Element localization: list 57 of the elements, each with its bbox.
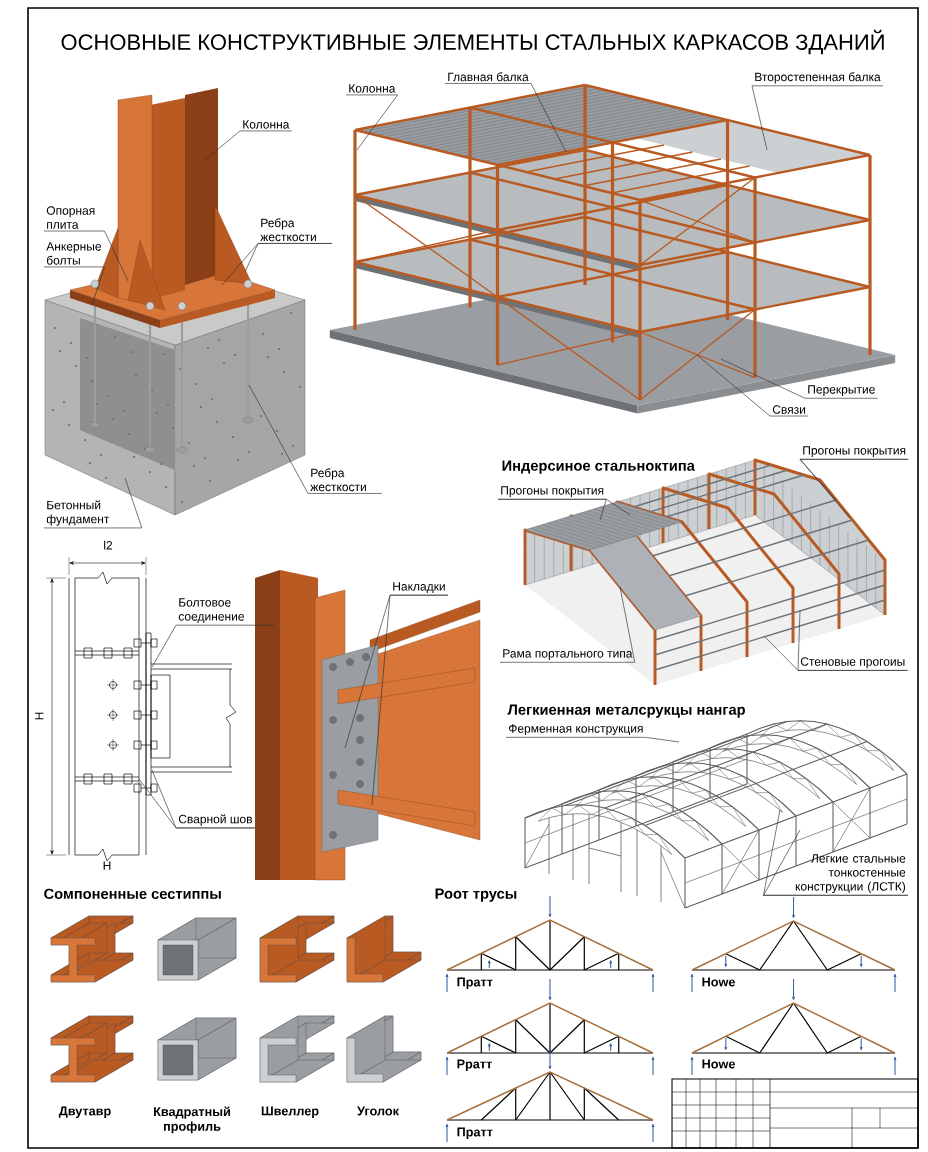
leader-line bbox=[151, 624, 275, 668]
section-heading: Индерсиное стальноктипа bbox=[502, 460, 695, 474]
callout-label: Колонна bbox=[243, 120, 290, 129]
callout-label: Ребра жесткости bbox=[310, 468, 366, 492]
callout-label: Болтовое соединение bbox=[178, 598, 244, 623]
section-heading: Легкиенная металсрукцы нангар bbox=[507, 704, 745, 718]
leader-line bbox=[43, 266, 105, 306]
truss-name: Пратт bbox=[457, 1127, 493, 1139]
leader-line bbox=[345, 94, 398, 151]
callout-label: Опорная плита bbox=[46, 206, 95, 229]
leader-line bbox=[751, 85, 884, 151]
callout-label: Ферменная конструкция bbox=[508, 724, 643, 736]
profile-name: Уголок bbox=[357, 1106, 399, 1116]
callout-label: Связи bbox=[772, 405, 806, 414]
callout-label: Анкерные болты bbox=[46, 242, 102, 265]
profile-name: Швеллер bbox=[261, 1106, 319, 1118]
dimension-text: l2 bbox=[104, 540, 113, 550]
leader-line bbox=[43, 230, 129, 282]
leader-line bbox=[221, 243, 333, 286]
callout-label: Колонна bbox=[349, 84, 396, 93]
leader-line bbox=[248, 384, 383, 494]
truss-name: Пратт bbox=[457, 977, 493, 989]
dimension-text: H bbox=[35, 712, 44, 720]
truss-name: Рратт bbox=[457, 1059, 492, 1071]
callout-label: Рама портального типа bbox=[503, 649, 633, 660]
leader-line bbox=[204, 130, 292, 161]
leader-line bbox=[444, 83, 567, 153]
leader-line bbox=[43, 477, 143, 529]
leader-line bbox=[499, 586, 636, 663]
callout-label: Сварной шов bbox=[178, 814, 252, 826]
title: ОСНОВНЫЕ КОНСТРУКТИВНЫЕ ЭЛЕМЕНТЫ СТАЛЬНЫХ КАРКАСОВ ЗДАНИЙ bbox=[61, 29, 884, 55]
leader-line bbox=[497, 498, 631, 516]
callout-label: Бетонный фундамент bbox=[46, 500, 110, 526]
callout-label: Стеновые прогоиы bbox=[800, 657, 905, 669]
leader-line bbox=[799, 458, 909, 519]
dimension-text: H bbox=[103, 861, 111, 870]
truss-name: Howe bbox=[702, 977, 735, 987]
leader-line bbox=[505, 737, 680, 743]
callout-label: Второстепенная балка bbox=[755, 72, 881, 84]
callout-label: Ребра жесткости bbox=[260, 218, 316, 242]
callout-label: Накладки bbox=[393, 582, 445, 593]
profile-name: Квадратный профиль bbox=[154, 1106, 230, 1134]
section-heading: Сомпоненные сестиппы bbox=[44, 888, 221, 899]
callout-label: Прогоны покрытия bbox=[501, 486, 604, 497]
section-heading: Роот трусы bbox=[435, 888, 517, 902]
callout-label: Главная балка bbox=[448, 72, 529, 82]
callout-label: Легкие стальные тонкостенные конструкции (ЛСТК) bbox=[795, 854, 906, 893]
leader-line bbox=[720, 358, 878, 399]
profile-name: Двутавр bbox=[58, 1106, 111, 1118]
truss-name: Howe bbox=[702, 1059, 735, 1069]
leader-line bbox=[151, 769, 256, 829]
leader-line bbox=[763, 829, 909, 896]
leader-line bbox=[797, 610, 908, 671]
callout-label: Прогоны покрытия bbox=[803, 446, 906, 457]
leader-line bbox=[371, 594, 449, 806]
callout-label: Перекрытие bbox=[808, 385, 875, 396]
leader-line bbox=[696, 354, 809, 417]
